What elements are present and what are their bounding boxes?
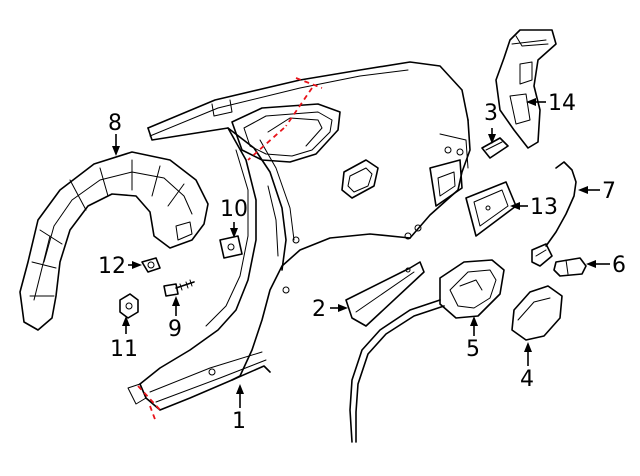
callout-9: 9 <box>168 317 182 342</box>
plug-part <box>219 235 243 259</box>
quarter-panel-part <box>127 61 471 411</box>
callout-3: 3 <box>484 101 498 126</box>
fuel-door-part <box>511 285 563 341</box>
cut-lines <box>137 77 323 423</box>
cut-line-sill-2 <box>149 405 157 423</box>
wheel-liner-part <box>19 151 209 331</box>
callout-2: 2 <box>312 297 326 322</box>
callout-4: 4 <box>520 367 534 392</box>
strip-part <box>345 261 425 327</box>
callout-8: 8 <box>108 111 122 136</box>
callout-10: 10 <box>220 197 248 222</box>
cut-line-sill <box>137 385 163 413</box>
actuator-part <box>553 257 587 277</box>
callout-7: 7 <box>602 179 616 204</box>
clip-part <box>481 137 509 159</box>
callout-arrows <box>112 98 610 408</box>
callout-1: 1 <box>232 409 246 434</box>
callout-14: 14 <box>548 91 576 116</box>
sensor-part <box>531 161 577 267</box>
push-clip-part <box>141 257 161 273</box>
callout-5: 5 <box>466 337 480 362</box>
cut-line-roof-2 <box>285 87 313 127</box>
filler-housing-part <box>349 259 505 443</box>
housing-plate-part <box>465 181 517 237</box>
callout-6: 6 <box>612 253 626 278</box>
nut-part <box>119 293 139 319</box>
bolt-part <box>163 279 195 297</box>
callout-labels: 1 2 3 4 5 6 7 8 9 10 11 12 13 14 <box>98 91 626 434</box>
callout-12: 12 <box>98 254 126 279</box>
cut-line-roof <box>295 77 323 89</box>
callout-11: 11 <box>110 337 138 362</box>
bracket-part <box>495 29 557 149</box>
cut-line-pillar <box>247 127 285 161</box>
callout-13: 13 <box>530 195 558 220</box>
